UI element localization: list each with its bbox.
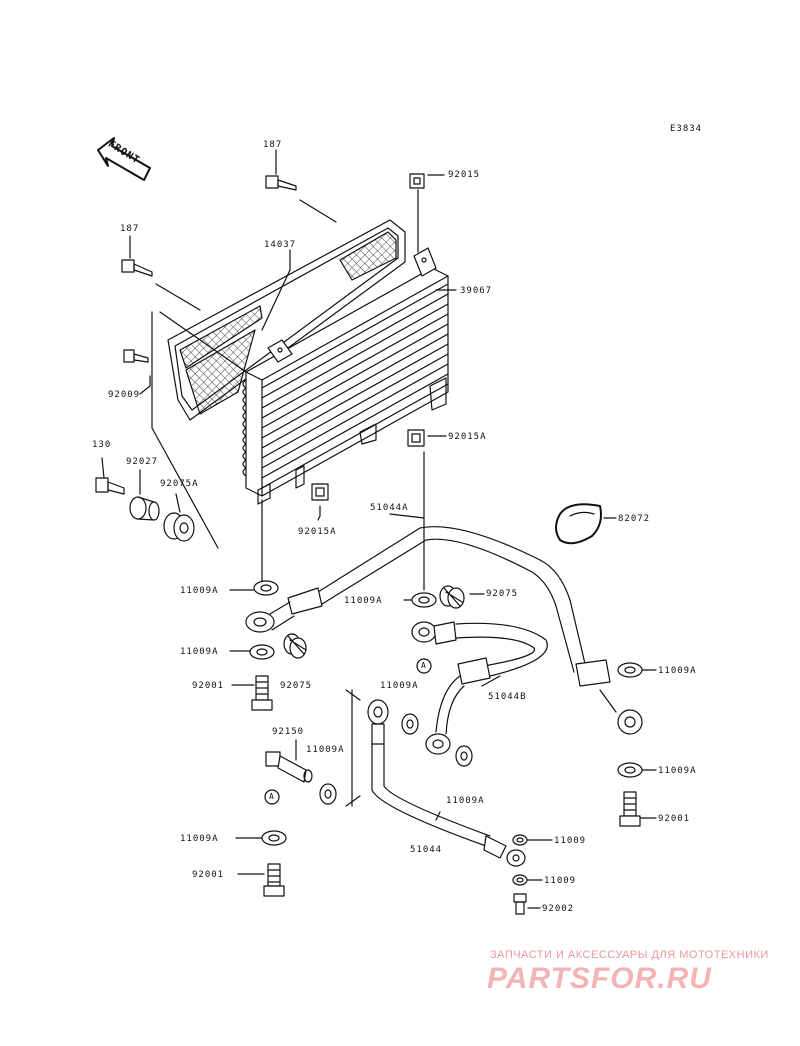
label-11009a-6: 11009A xyxy=(446,796,485,806)
label-187-top: 187 xyxy=(263,140,283,150)
label-11009a-4: 11009A xyxy=(380,681,419,691)
label-11009a-1: 11009A xyxy=(180,586,219,596)
label-92015a-right: 92015A xyxy=(448,432,487,442)
washer-11009a-r2 xyxy=(617,762,643,778)
watermark-tagline: ЗАПЧАСТИ И АКСЕССУАРЫ ДЛЯ МОТОТЕХНИКИ xyxy=(490,949,769,961)
label-82072: 82072 xyxy=(618,514,651,524)
bolt-92009 xyxy=(123,349,149,363)
washer-11009a-4 xyxy=(401,713,419,735)
label-187-left: 187 xyxy=(120,224,140,234)
collar-92027 xyxy=(129,496,160,521)
label-11009a-right1: 11009A xyxy=(658,666,697,676)
label-51044a: 51044A xyxy=(370,503,409,513)
label-11009a-7: 11009A xyxy=(180,834,219,844)
label-92015: 92015 xyxy=(448,170,481,180)
label-92015a-bottom: 92015A xyxy=(298,527,337,537)
bolt-92002 xyxy=(513,893,527,915)
label-92150: 92150 xyxy=(272,727,305,737)
label-51044: 51044 xyxy=(410,845,443,855)
watermark-logo: PARTSFOR.RU xyxy=(487,962,712,995)
drawing-code: E3834 xyxy=(670,124,703,134)
hose-51044 xyxy=(367,699,526,867)
clip-92015 xyxy=(409,173,425,253)
label-11009a-right2: 11009A xyxy=(658,766,697,776)
label-11009a-2: 11009A xyxy=(344,596,383,606)
clamp-82072 xyxy=(555,503,602,545)
washer-11009a-2 xyxy=(411,592,437,608)
washer-11009a-3 xyxy=(249,644,275,660)
label-92001-left: 92001 xyxy=(192,681,225,691)
bolt-130 xyxy=(95,477,125,495)
grommet-92075a xyxy=(163,512,195,542)
label-92001-bottom: 92001 xyxy=(192,870,225,880)
label-14037: 14037 xyxy=(264,240,297,250)
label-11009-2: 11009 xyxy=(544,876,577,886)
label-11009a-5: 11009A xyxy=(306,745,345,755)
marker-a-right xyxy=(416,658,432,674)
bolt-187-left xyxy=(121,259,201,311)
clip-92015a-bottom xyxy=(311,483,329,517)
label-92009: 92009 xyxy=(108,390,141,400)
washer-11009a-r1 xyxy=(617,662,643,678)
bolt-187-top xyxy=(265,175,337,223)
union-bolt-92150 xyxy=(265,739,313,783)
label-130: 130 xyxy=(92,440,112,450)
marker-a-right-label: A xyxy=(421,661,427,670)
label-92027: 92027 xyxy=(126,457,159,467)
marker-a-left-label: A xyxy=(269,792,275,801)
marker-a-left xyxy=(264,789,280,805)
banjo-bolt-92001-bottom xyxy=(263,863,285,897)
label-92075-right: 92075 xyxy=(486,589,519,599)
washer-11009-2 xyxy=(512,874,528,886)
clip-92015a-right xyxy=(407,429,425,591)
washer-11009a-1 xyxy=(253,580,279,596)
washer-11009a-6 xyxy=(319,783,337,805)
label-92001-right: 92001 xyxy=(658,814,691,824)
spring-92075-left xyxy=(283,633,307,659)
radiator-screen xyxy=(167,219,406,421)
label-92002: 92002 xyxy=(542,904,575,914)
hose-51044a xyxy=(245,526,643,735)
spring-92075-right xyxy=(439,585,465,609)
banjo-bolt-92001-right xyxy=(619,791,641,827)
hose-51044b xyxy=(411,621,548,755)
washer-11009a-7 xyxy=(261,830,287,846)
label-51044b: 51044B xyxy=(488,692,527,702)
oil-cooler-core xyxy=(242,247,449,505)
washer-11009-1 xyxy=(512,834,528,846)
front-arrow-icon xyxy=(97,137,151,181)
label-11009a-3: 11009A xyxy=(180,647,219,657)
label-39067: 39067 xyxy=(460,286,493,296)
label-11009-1: 11009 xyxy=(554,836,587,846)
label-92075a: 92075A xyxy=(160,479,199,489)
banjo-bolt-92001-left xyxy=(251,675,273,711)
label-92075-left: 92075 xyxy=(280,681,313,691)
washer-11009a-5 xyxy=(455,745,473,767)
